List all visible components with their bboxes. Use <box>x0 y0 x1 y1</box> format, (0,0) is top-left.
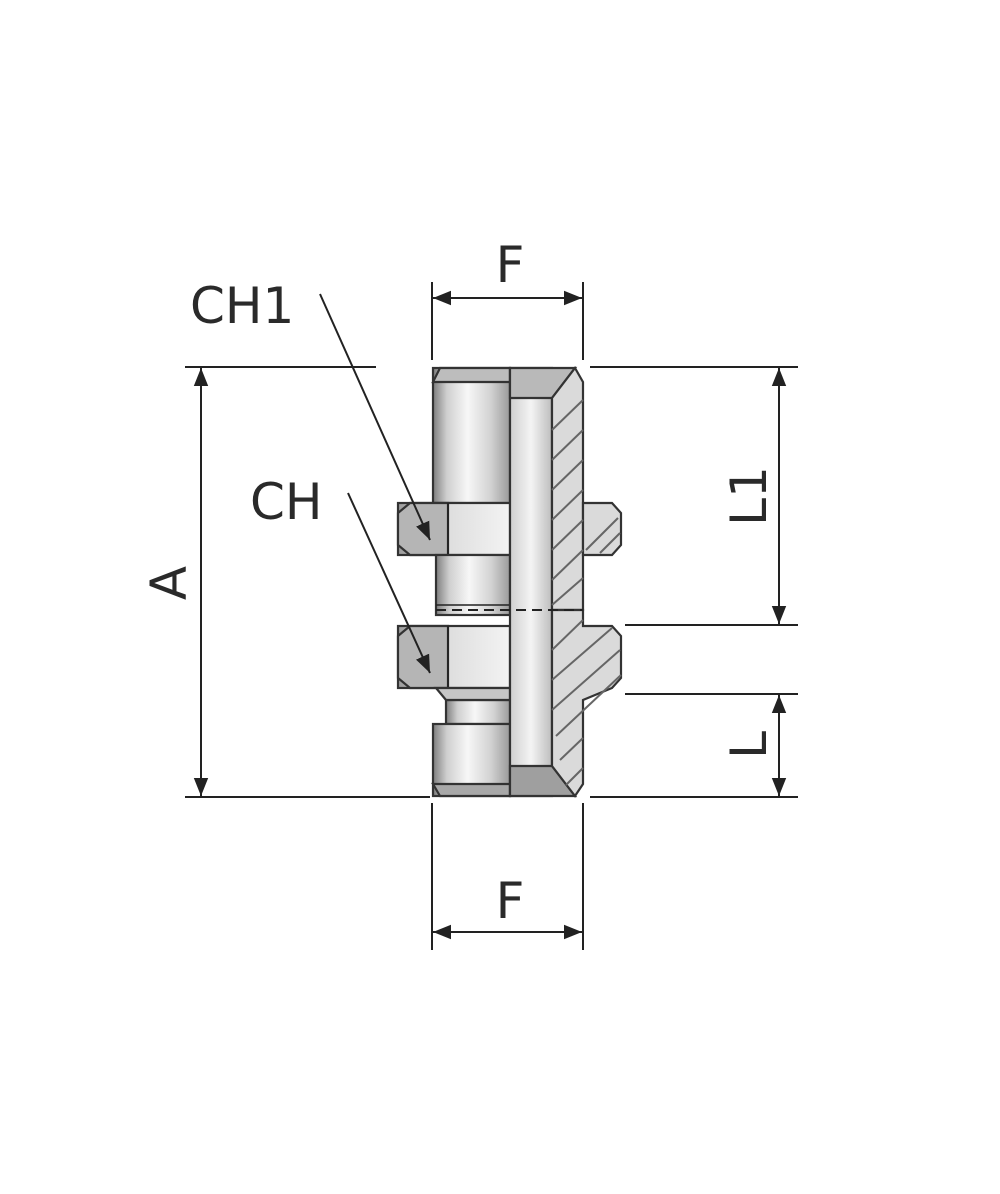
label-ch: CH <box>250 473 323 531</box>
leader-ch: CH <box>250 473 431 674</box>
label-ch1: CH1 <box>190 277 294 335</box>
dimension-l: L <box>720 695 787 796</box>
dimension-f-bottom: F <box>431 803 584 950</box>
dimension-f-top-label: F <box>496 236 525 294</box>
leader-ch1: CH1 <box>190 277 431 541</box>
neck-groove <box>444 698 512 726</box>
dimension-f-bottom-label: F <box>496 872 525 930</box>
fitting-body <box>396 366 623 798</box>
dimension-a: A <box>140 368 209 796</box>
bore <box>508 366 554 798</box>
section-lower <box>550 608 623 798</box>
dimension-f-top: F <box>431 236 584 360</box>
dimension-a-label: A <box>140 566 198 600</box>
section-view <box>550 366 623 798</box>
dimension-l1-label: L1 <box>720 466 778 526</box>
middle-cylinder <box>434 553 512 617</box>
upper-thread-cylinder <box>431 366 512 505</box>
hatch-lines <box>551 399 622 786</box>
dimension-l-label: L <box>720 731 778 759</box>
dimension-l1: L1 <box>720 368 787 624</box>
section-upper <box>550 366 585 612</box>
